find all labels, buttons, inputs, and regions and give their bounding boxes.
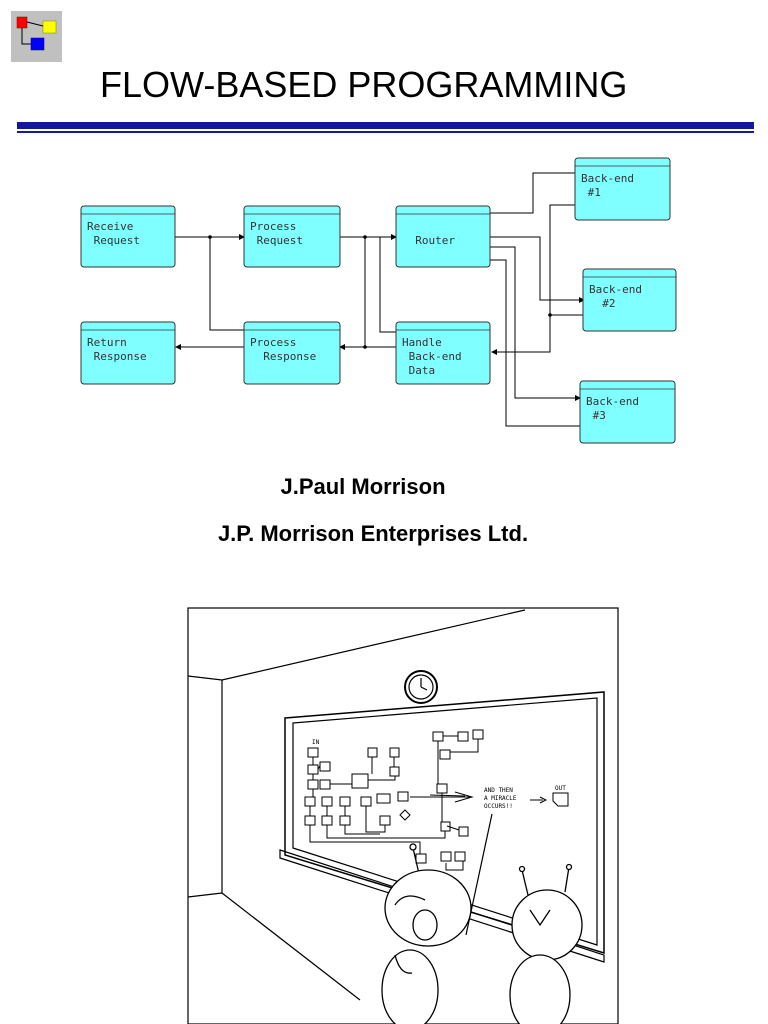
node-label: Handle xyxy=(402,336,442,349)
node-process-request: Process Request xyxy=(243,205,341,268)
board-text-out: OUT xyxy=(555,785,566,792)
node-box xyxy=(582,268,677,332)
node-label: #3 xyxy=(586,409,606,422)
board-text-3: OCCURS!! xyxy=(484,803,513,810)
title-rule xyxy=(17,122,754,129)
board-text-in: IN xyxy=(312,739,320,746)
author-company: J.P. Morrison Enterprises Ltd. xyxy=(217,521,529,546)
node-process-response: Process Response xyxy=(243,321,341,385)
author-name: J.Paul Morrison xyxy=(280,474,446,499)
node-label: Response xyxy=(250,350,316,363)
node-label: #1 xyxy=(581,186,601,199)
node-backend2: Back-end #2 xyxy=(582,268,677,332)
node-box xyxy=(579,380,676,444)
node-label: Back-end xyxy=(402,350,462,363)
node-label: Back-end xyxy=(589,283,642,296)
node-label: Request xyxy=(87,234,140,247)
node-box xyxy=(395,205,491,268)
node-receive: Receive Request xyxy=(80,205,176,268)
node-label: Process xyxy=(250,220,296,233)
node-box xyxy=(243,321,341,385)
character-left xyxy=(381,843,472,1024)
node-handle: Handle Back-end Data xyxy=(395,321,491,385)
node-label: Response xyxy=(87,350,147,363)
flow-logo-icon xyxy=(11,11,62,62)
node-backend1: Back-end #1 xyxy=(574,157,671,221)
node-label: Back-end xyxy=(586,395,639,408)
character-right xyxy=(509,863,583,1024)
node-label: Router xyxy=(402,234,455,247)
cartoon-illustration: IN AND THEN A MIRACLE OCCURS!! OUT xyxy=(187,607,619,1024)
node-box xyxy=(574,157,671,221)
node-box xyxy=(80,205,176,268)
node-label: Request xyxy=(250,234,303,247)
node-label: Back-end xyxy=(581,172,634,185)
node-box xyxy=(395,321,491,385)
board-text-2: A MIRACLE xyxy=(484,795,517,802)
node-backend3: Back-end #3 xyxy=(579,380,676,444)
node-label: #2 xyxy=(589,297,616,310)
node-box xyxy=(80,321,176,385)
title-rule-thin xyxy=(17,131,754,133)
node-router: Router xyxy=(395,205,491,268)
slide-title: FLOW-BASED PROGRAMMING xyxy=(100,64,628,105)
node-label: Process xyxy=(250,336,296,349)
board-text-1: AND THEN xyxy=(484,787,513,794)
node-label: Data xyxy=(402,364,435,377)
node-return: Return Response xyxy=(80,321,176,385)
node-box xyxy=(243,205,341,268)
node-label: Receive xyxy=(87,220,133,233)
node-label: Return xyxy=(87,336,127,349)
